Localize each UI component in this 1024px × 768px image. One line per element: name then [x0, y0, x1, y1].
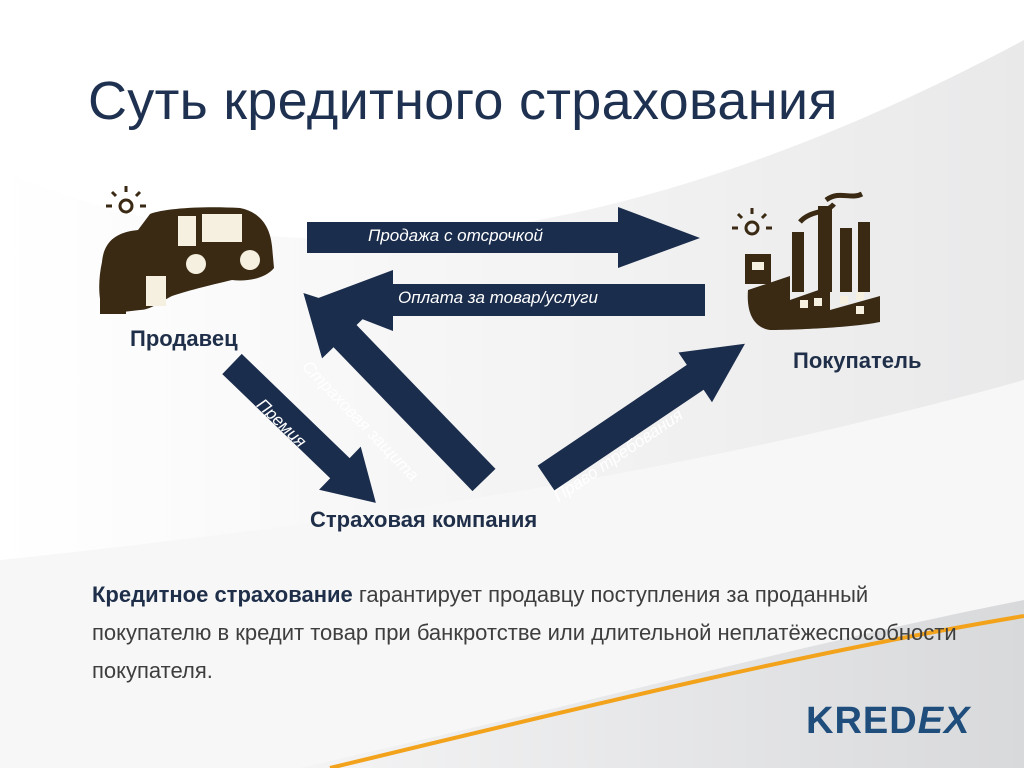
kredex-logo: KREDEX [806, 700, 970, 743]
logo-part1: KRED [806, 700, 918, 742]
buyer-label: Покупатель [793, 348, 922, 373]
payment-arrow [313, 270, 705, 331]
payment-arrow-label: Оплата за товар/услуги [398, 288, 598, 307]
sale-arrow-label: Продажа с отсрочкой [368, 226, 543, 245]
description-rest: гарантирует продавцу поступления за прод… [92, 582, 957, 683]
premium-arrow [222, 353, 376, 503]
protection-arrow [303, 292, 496, 492]
accent-line [329, 614, 1024, 768]
sale-arrow [307, 207, 700, 268]
seller-label: Продавец [130, 326, 238, 351]
description-bold: Кредитное страхование [92, 582, 353, 607]
insurer-label: Страховая компания [310, 507, 538, 532]
claim-arrow [537, 343, 745, 491]
logo-part2: EX [917, 700, 971, 742]
description-text: Кредитное страхование гарантирует продав… [92, 576, 962, 690]
page-title: Суть кредитного страхования [88, 71, 838, 131]
